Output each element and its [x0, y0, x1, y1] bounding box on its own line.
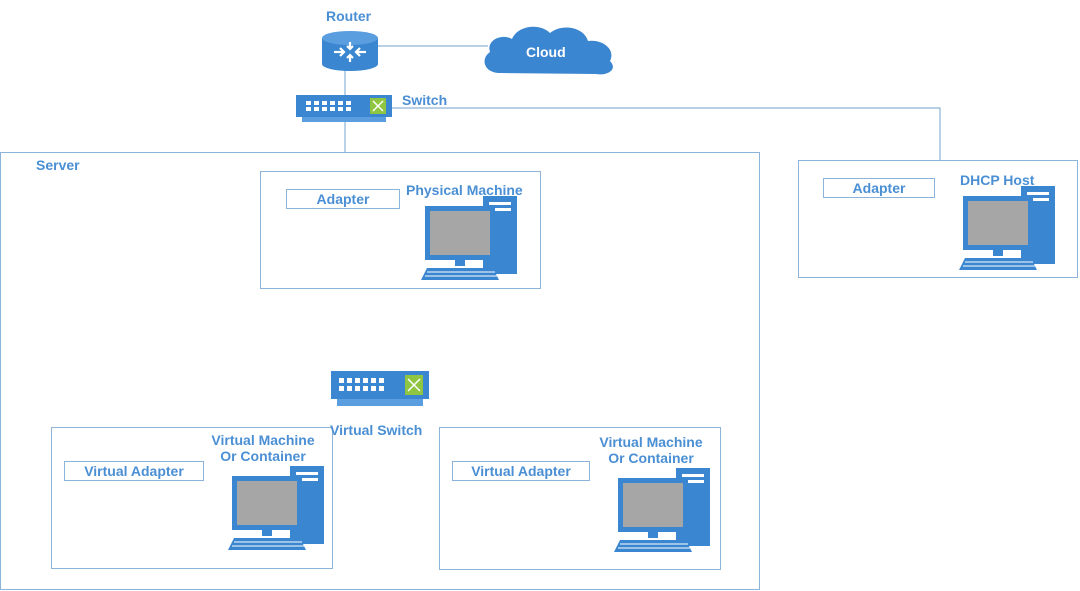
vm-left-label: Virtual Machine Or Container — [200, 432, 326, 464]
router-label: Router — [326, 8, 372, 24]
physical-machine-label: Physical Machine — [406, 182, 523, 198]
dhcp-host-label: DHCP Host — [960, 172, 1035, 188]
vm-left-adapter: Virtual Adapter — [64, 461, 204, 481]
dhcp-adapter: Adapter — [823, 178, 935, 198]
physical-computer-icon — [421, 196, 517, 280]
switch-icon — [296, 95, 392, 122]
vm-right-computer-icon — [614, 468, 710, 552]
router-icon — [322, 31, 378, 71]
cloud-label: Cloud — [526, 44, 566, 60]
server-label: Server — [36, 157, 80, 173]
cloud-icon — [484, 26, 613, 75]
dhcp-computer-icon — [959, 186, 1055, 270]
physical-adapter: Adapter — [286, 189, 400, 209]
vm-left-label-line2: Or Container — [220, 448, 306, 464]
vm-right-label-line1: Virtual Machine — [599, 434, 703, 450]
vm-right-label: Virtual Machine Or Container — [588, 434, 714, 466]
vm-right-label-line2: Or Container — [608, 450, 694, 466]
virtual-switch-label: Virtual Switch — [330, 422, 423, 438]
switch-label: Switch — [402, 92, 448, 108]
vm-left-computer-icon — [228, 466, 324, 550]
vm-right-adapter: Virtual Adapter — [452, 461, 590, 481]
vm-left-label-line1: Virtual Machine — [211, 432, 315, 448]
virtual-switch-icon — [331, 371, 429, 406]
